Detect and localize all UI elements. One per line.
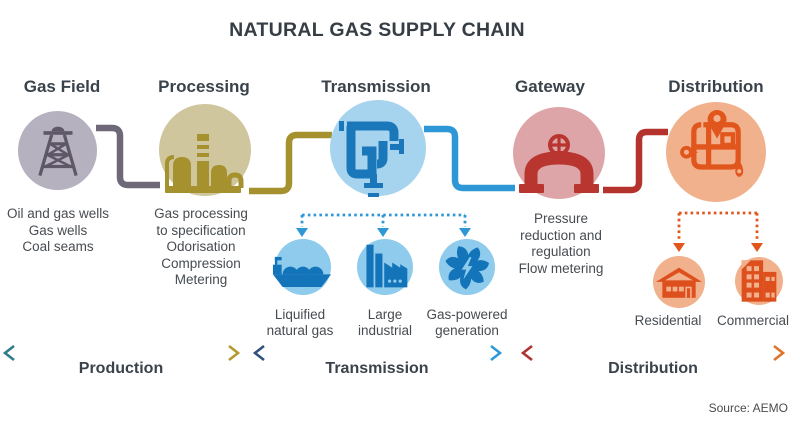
building-icon [741, 260, 777, 302]
generation-label: Gas-powered generation [426, 307, 508, 338]
transmission-phase-arrow [252, 344, 503, 362]
pipe-network-icon [339, 121, 404, 197]
processing-description: Gas processing to specification Odorisat… [154, 206, 248, 287]
stage-label-transmission: Transmission [321, 77, 431, 96]
distribution-phase-arrow [520, 344, 786, 362]
house-icon [656, 267, 702, 298]
industrial-factory-circle [357, 239, 413, 295]
gas-field-circle [18, 111, 97, 190]
gas-field-description: Oil and gas wells Gas wells Coal seams [6, 206, 110, 254]
page-title: NATURAL GAS SUPPLY CHAIN [229, 19, 525, 41]
processing-circle [159, 104, 251, 196]
industrial-label: Large industrial [357, 307, 413, 338]
lng-ship-icon [272, 256, 332, 287]
map-route-icon [680, 110, 744, 178]
phase-label-production: Production [78, 360, 164, 377]
lng-ship-circle [272, 239, 332, 295]
stage-label-gas-field: Gas Field [23, 77, 101, 96]
valve-station-icon [519, 134, 599, 193]
pipe-transmission-to-gateway [424, 125, 515, 192]
commercial-circle [735, 257, 783, 305]
production-phase-arrow [2, 344, 241, 362]
distribution-circle [666, 102, 766, 202]
transmission-branch-arrowheads [296, 228, 471, 237]
transmission-circle [330, 100, 426, 197]
phase-label-distribution: Distribution [608, 360, 698, 377]
stage-label-processing: Processing [158, 77, 250, 96]
distribution-branch-dotted-lines [677, 211, 759, 242]
phase-label-transmission: Transmission [325, 360, 429, 377]
pipe-processing-to-transmission [249, 131, 332, 195]
gateway-description: Pressure reduction and regulation Flow m… [518, 211, 604, 276]
source-credit: Source: AEMO [708, 401, 788, 415]
lng-label: Liquified natural gas [266, 307, 334, 338]
gas-plant-icon [165, 134, 244, 193]
oil-derrick-icon [38, 126, 78, 177]
distribution-branch-arrowheads [673, 243, 763, 252]
transmission-branch-dotted-lines [300, 213, 467, 227]
gateway-circle [513, 107, 605, 199]
residential-circle [653, 256, 705, 308]
turbine-icon [445, 246, 490, 290]
residential-label: Residential [634, 313, 702, 328]
stage-label-gateway: Gateway [515, 77, 585, 96]
turbine-circle [439, 239, 495, 295]
industrial-factory-icon [366, 244, 408, 288]
commercial-label: Commercial [716, 313, 789, 328]
stage-label-distribution: Distribution [668, 77, 764, 96]
pipe-gateway-to-distribution [603, 128, 668, 194]
pipe-gasfield-to-processing [96, 124, 160, 189]
